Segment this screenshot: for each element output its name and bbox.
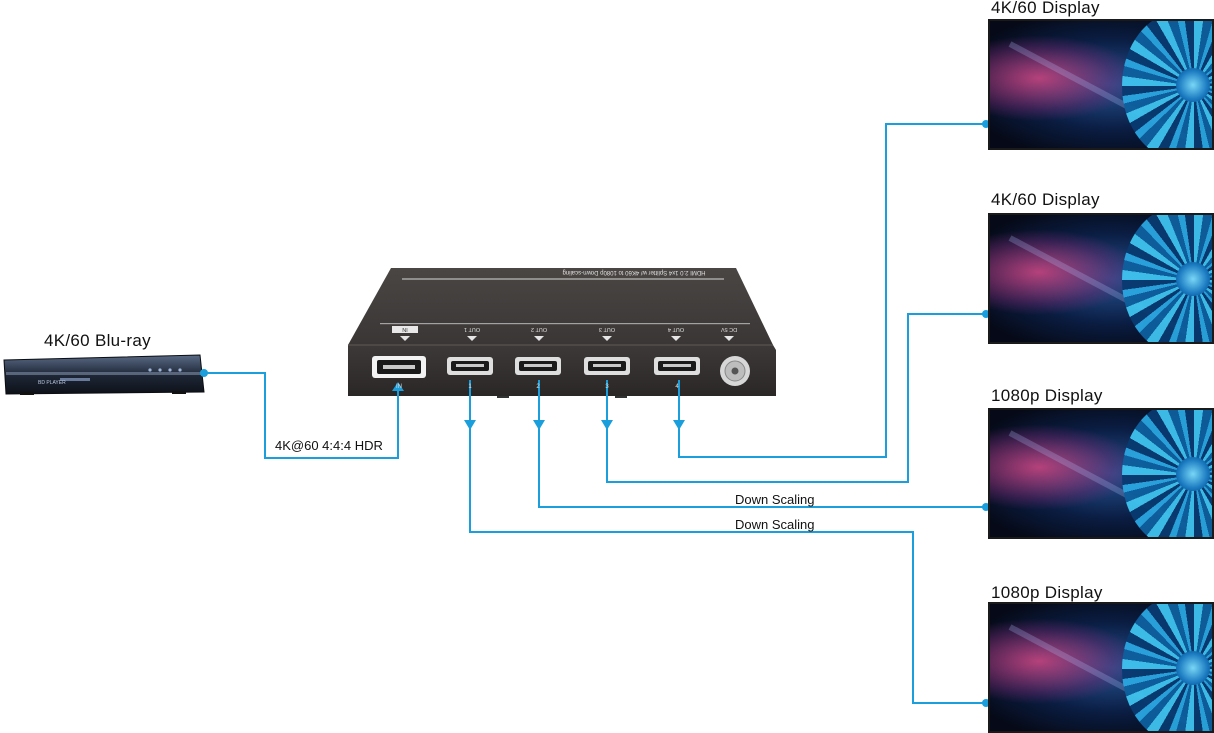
display-4 <box>988 602 1214 733</box>
hdmi-out4-port <box>654 357 700 375</box>
port-number-4: 4 <box>675 384 679 390</box>
scaling-label-1: Down Scaling <box>735 492 815 507</box>
input-signal-label: 4K@60 4:4:4 HDR <box>275 438 383 453</box>
display-2-label: 4K/60 Display <box>991 190 1100 209</box>
port-label-in: IN <box>402 326 408 332</box>
dc-power-jack <box>720 356 750 386</box>
arrow-down-icon <box>673 420 685 430</box>
hdmi-out2-port <box>515 357 561 375</box>
port-label-out1: OUT 1 <box>464 326 480 332</box>
hdmi-out1-port <box>447 357 493 375</box>
hdmi-out3-port <box>584 357 630 375</box>
port-label-out4: OUT 4 <box>668 326 684 332</box>
cable-out4 <box>678 123 986 458</box>
hdmi-cables <box>204 123 986 704</box>
port-number-3: 3 <box>605 384 609 390</box>
display-1-label: 4K/60 Display <box>991 0 1100 17</box>
display-4-label: 1080p Display <box>991 583 1103 602</box>
display-1 <box>988 19 1214 150</box>
bluray-player <box>3 354 205 395</box>
splitter-device <box>348 268 776 398</box>
port-label-dc: DC 5V <box>721 326 738 332</box>
port-number-2: 2 <box>536 384 540 390</box>
port-label-out3: OUT 3 <box>599 326 615 332</box>
flower-image <box>1122 21 1212 148</box>
port-number-1: 1 <box>468 384 472 390</box>
port-label-out2: OUT 2 <box>531 326 547 332</box>
scaling-label-2: Down Scaling <box>735 517 815 532</box>
source-label: 4K/60 Blu-ray <box>44 331 151 350</box>
arrow-down-icon <box>533 420 545 430</box>
flower-image <box>1122 410 1212 537</box>
connector-dot <box>200 369 208 377</box>
arrow-down-icon <box>464 420 476 430</box>
cable-markers <box>200 120 990 707</box>
flower-image <box>1122 215 1212 342</box>
display-3-label: 1080p Display <box>991 386 1103 405</box>
cable-out2 <box>538 422 986 508</box>
cable-out1 <box>469 422 986 704</box>
player-brand-text: BD PLAYER <box>38 380 66 386</box>
flower-image <box>1122 604 1212 731</box>
display-2 <box>988 213 1214 344</box>
cable-out3 <box>606 313 986 483</box>
display-3 <box>988 408 1214 539</box>
hdmi-in-port <box>372 356 426 378</box>
port-number-in: IN <box>396 384 402 390</box>
arrow-up-icon <box>392 382 404 391</box>
arrow-down-icon <box>601 420 613 430</box>
cable-input <box>204 372 399 459</box>
device-model-text: HDMI 2.0 1x4 Splitter w/ 4K60 to 1080p D… <box>562 269 705 275</box>
